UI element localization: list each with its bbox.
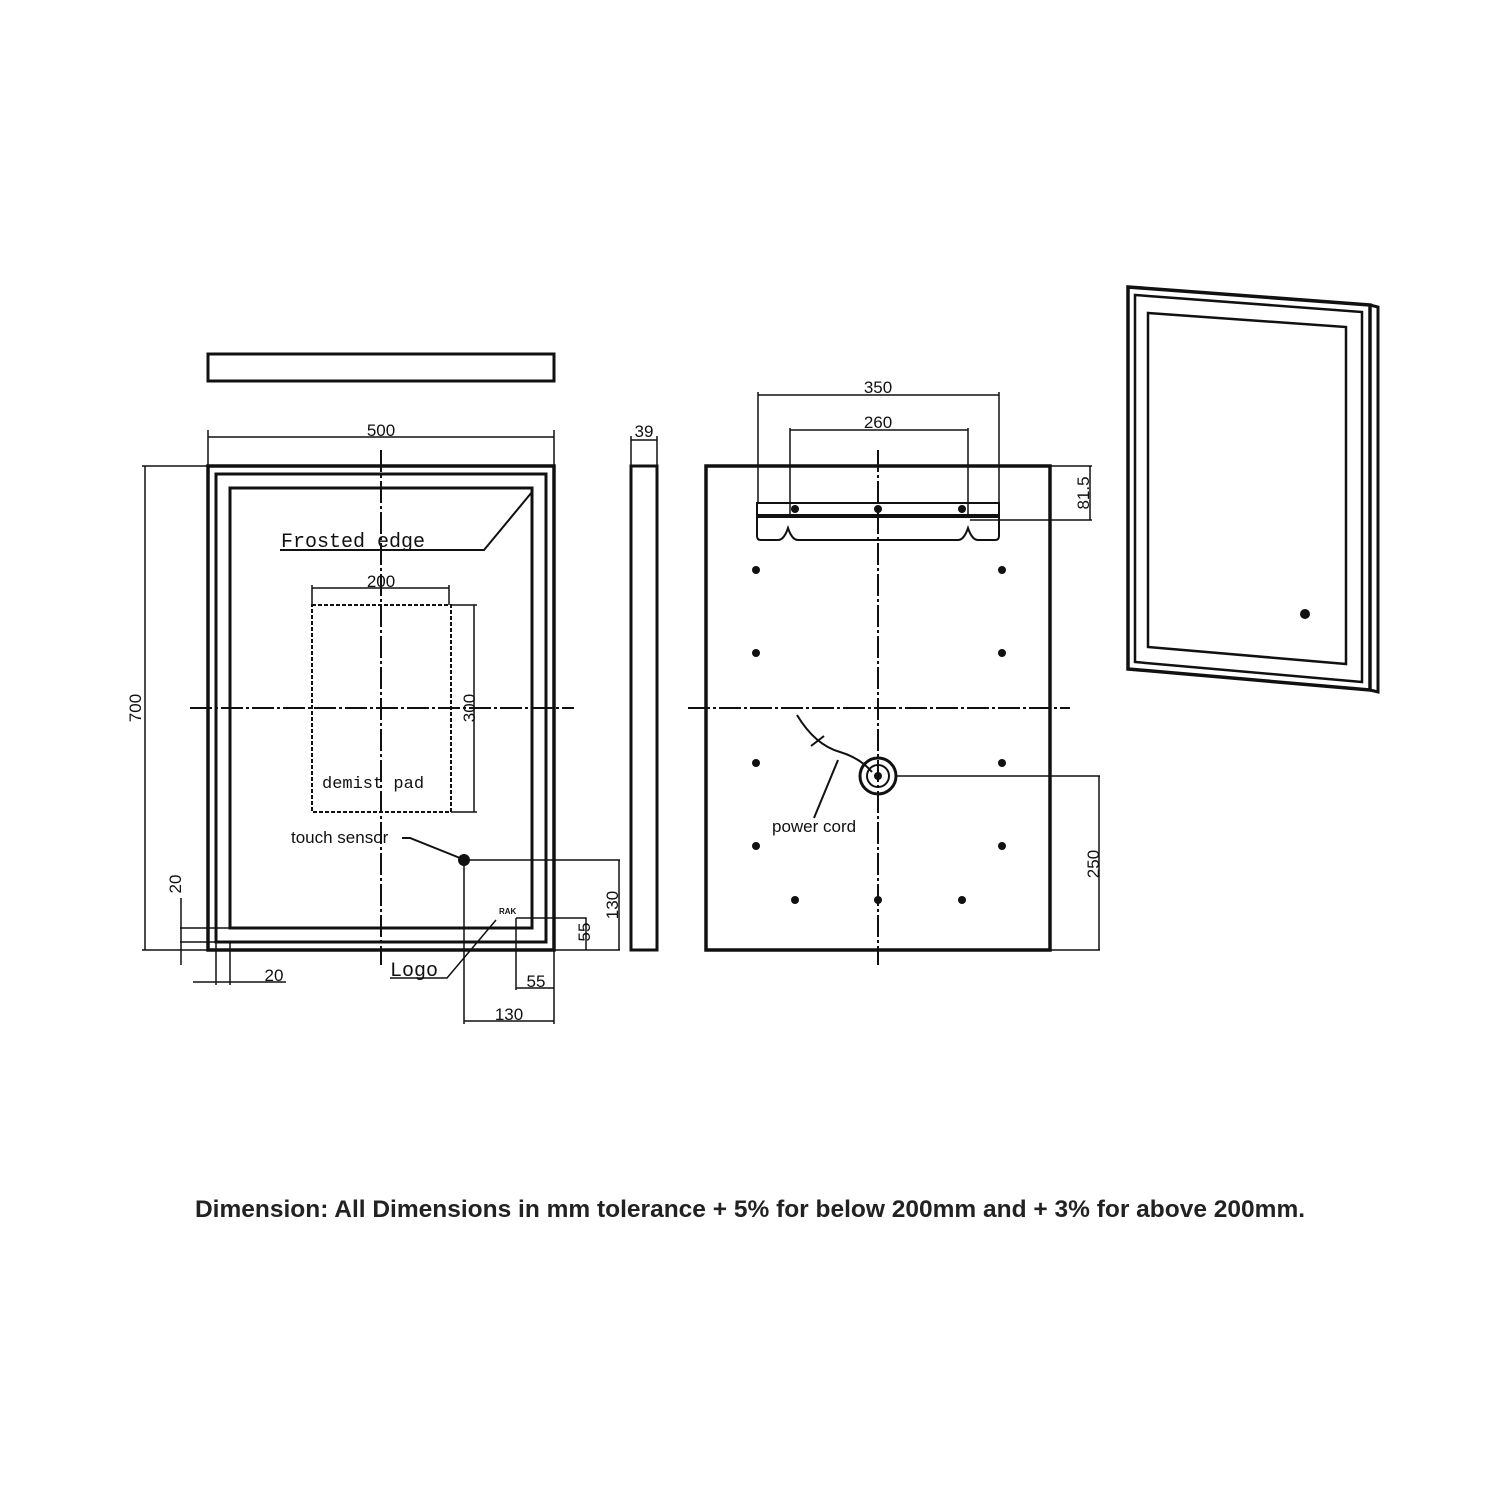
bracket-top-dimension: 81.5 xyxy=(1074,476,1093,509)
demist-pad-label: demist pad xyxy=(322,775,424,794)
touch-sensor-dot xyxy=(1300,609,1310,619)
back-view: 350 260 81.5 power cord 250 xyxy=(688,378,1103,965)
touch-sensor-label: touch sensor xyxy=(291,828,389,847)
sensor-bottom-dimension: 130 xyxy=(603,891,622,919)
frame-left-dimension: 20 xyxy=(265,966,284,985)
bracket-outer-dimension: 350 xyxy=(864,378,892,397)
cord-height-dimension: 250 xyxy=(1084,850,1103,878)
logo-text: RAK xyxy=(499,907,517,916)
depth-dimension: 39 xyxy=(635,422,654,441)
demist-width-dimension: 200 xyxy=(367,572,395,591)
top-view xyxy=(206,352,556,383)
dimension-note: Dimension: All Dimensions in mm toleranc… xyxy=(194,1196,1306,1223)
side-view: 39 xyxy=(629,422,659,952)
power-cord-label: power cord xyxy=(772,817,856,836)
frame-bottom-dimension: 20 xyxy=(166,875,185,894)
demist-height-dimension: 300 xyxy=(460,694,479,722)
logo-label: Logo xyxy=(390,960,438,983)
logo-right-dimension: 55 xyxy=(527,972,546,991)
logo-bottom-dimension: 55 xyxy=(575,923,594,942)
sensor-right-dimension: 130 xyxy=(495,1005,523,1024)
height-dimension: 700 xyxy=(126,694,145,722)
frosted-edge-label: Frosted edge xyxy=(281,531,425,554)
bracket-inner-dimension: 260 xyxy=(864,413,892,432)
width-dimension: 500 xyxy=(367,421,395,440)
perspective-view xyxy=(1126,285,1380,694)
front-view: 500 700 Frosted edge 200 300 demist pad … xyxy=(126,421,622,1024)
